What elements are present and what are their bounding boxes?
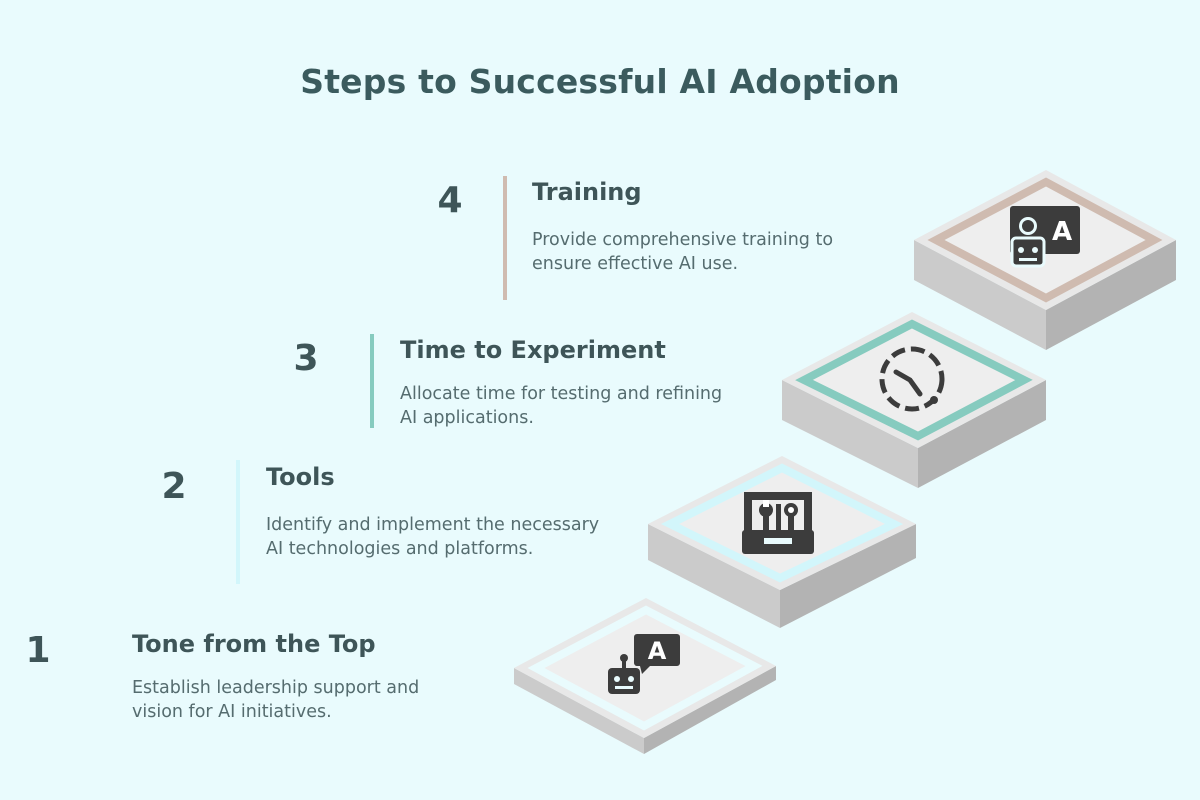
step-3-description: Allocate time for testing and refining A… xyxy=(400,384,723,428)
clock-icon xyxy=(879,346,945,412)
toolbox-icon xyxy=(742,492,814,554)
robot-chat-icon: A xyxy=(1010,206,1080,268)
svg-text:A: A xyxy=(1052,217,1072,247)
step-3-accent-bar xyxy=(370,334,374,428)
step-4-front xyxy=(914,240,1046,350)
step-1-side xyxy=(644,666,776,754)
step-2-accent-bar xyxy=(236,460,240,584)
step-1-number: 1 xyxy=(25,630,51,671)
step-4-number: 4 xyxy=(437,180,463,221)
step-3-title: Time to Experiment xyxy=(400,336,666,364)
svg-text:A: A xyxy=(648,637,667,665)
step-1-front xyxy=(514,668,644,754)
step-4-title: Training xyxy=(532,178,642,206)
step-3-top-inner xyxy=(795,319,1033,441)
step-4-accent-bar xyxy=(503,176,507,300)
page-title: Steps to Successful AI Adoption xyxy=(300,62,900,101)
robot-chat-icon: A xyxy=(608,634,680,694)
step-3-front xyxy=(782,380,918,488)
step-1-title: Tone from the Top xyxy=(132,630,376,658)
step-2-front xyxy=(648,524,780,628)
step-2-title: Tools xyxy=(266,463,335,491)
step-4-description: Provide comprehensive training to ensure… xyxy=(532,230,834,274)
step-2-top-inner xyxy=(660,463,904,583)
step-2-description: Identify and implement the necessary AI … xyxy=(266,515,600,559)
step-3-number: 3 xyxy=(293,338,319,379)
step-3-side xyxy=(918,380,1046,488)
step-2-side xyxy=(780,524,916,628)
step-2-number: 2 xyxy=(161,466,187,507)
step-1-description: Establish leadership support and vision … xyxy=(132,678,420,722)
step-4-side xyxy=(1046,240,1176,350)
